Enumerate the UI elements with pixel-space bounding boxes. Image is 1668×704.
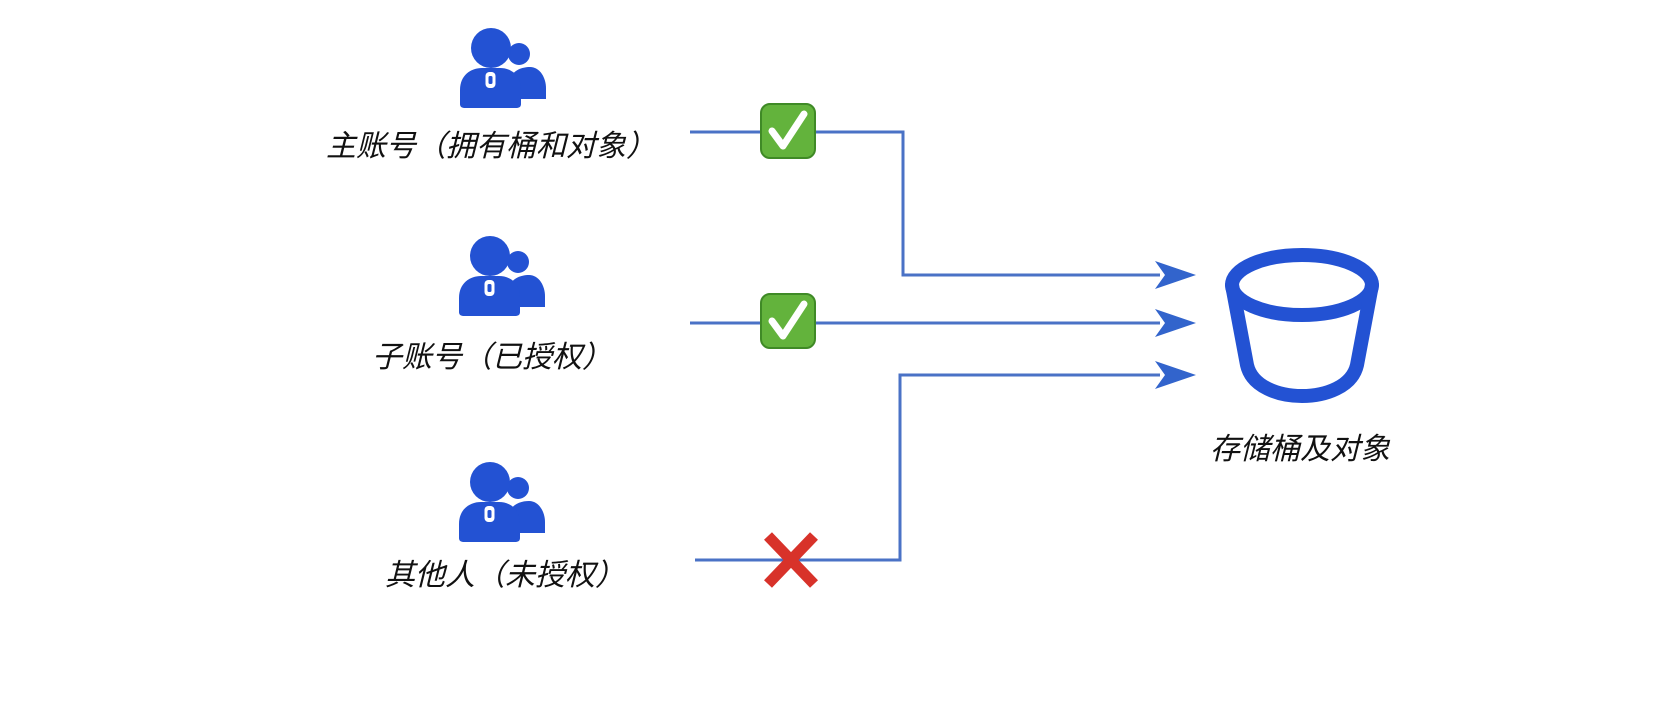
check-mark-icon	[760, 103, 816, 159]
arrowhead-others	[1155, 361, 1196, 389]
connector-others	[695, 373, 1160, 562]
actor-label-others: 其他人（未授权）	[385, 558, 625, 593]
actor-label-owner: 主账号（拥有桶和对象）	[326, 129, 656, 164]
bucket-icon	[1225, 248, 1379, 403]
user-group-icon	[459, 236, 545, 316]
connector-owner	[690, 130, 1160, 277]
target-label: 存储桶及对象	[1210, 432, 1391, 467]
check-mark-icon	[760, 293, 816, 349]
user-group-icon	[459, 462, 545, 542]
arrowhead-sub-account	[1155, 309, 1196, 337]
actor-label-sub-account: 子账号（已授权）	[372, 340, 612, 375]
cross-mark-icon	[764, 532, 818, 588]
arrowhead-owner	[1155, 261, 1196, 289]
user-group-icon	[460, 28, 546, 108]
